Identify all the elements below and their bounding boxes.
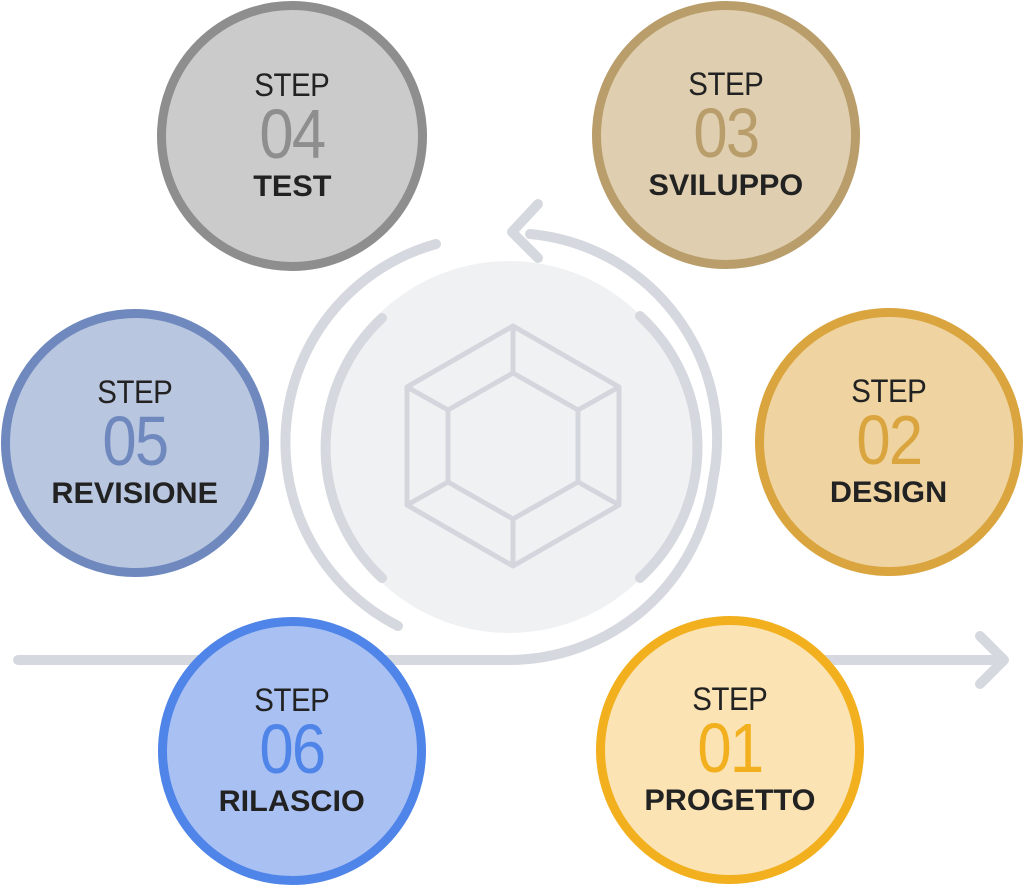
step-name: RILASCIO [218, 785, 366, 818]
step-02-circle: STEP 02 DESIGN [755, 308, 1023, 576]
step-name: REVISIONE [51, 477, 219, 510]
step-03-circle: STEP 03 SVILUPPO [592, 1, 860, 269]
step-number: 02 [856, 401, 923, 479]
outer-cycle-track [13, 229, 723, 665]
step-05-circle: STEP 05 REVISIONE [1, 309, 269, 577]
step-number: 05 [102, 402, 169, 480]
step-label: STEP [97, 374, 173, 410]
step-label: STEP [851, 373, 927, 409]
step-04-circle: STEP 04 TEST [157, 1, 427, 271]
step-number: 06 [259, 710, 326, 788]
hexagon-gem-icon [404, 323, 622, 569]
step-name: TEST [252, 170, 332, 203]
step-01-circle: STEP 01 PROGETTO [596, 616, 864, 884]
step-name: PROGETTO [644, 784, 816, 817]
step-number: 04 [259, 95, 326, 173]
step-label: STEP [688, 66, 764, 102]
step-name: DESIGN [830, 476, 948, 509]
right-inner-arc [635, 311, 703, 583]
left-inner-arc [320, 313, 387, 583]
step-label: STEP [254, 67, 330, 103]
baseline-arrowhead [975, 631, 1009, 689]
step-name: SVILUPPO [648, 169, 804, 202]
step-number: 03 [693, 94, 760, 172]
center-disc [323, 261, 695, 633]
outer-cycle-arrowhead [507, 199, 543, 263]
step-06-circle: STEP 06 RILASCIO [158, 617, 426, 885]
step-number: 01 [697, 709, 764, 787]
step-label: STEP [254, 682, 330, 718]
step-label: STEP [692, 681, 768, 717]
left-outer-arc [280, 239, 441, 631]
